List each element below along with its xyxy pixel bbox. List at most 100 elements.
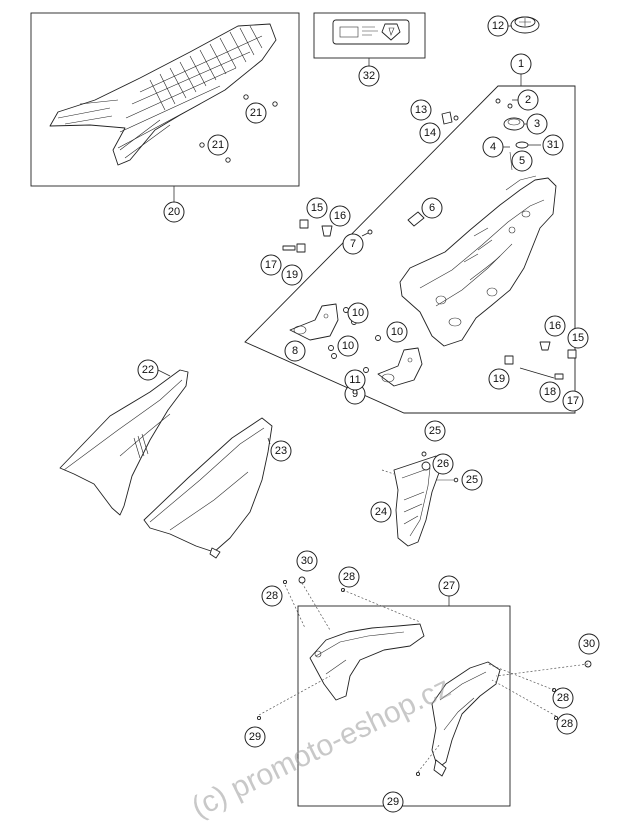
sticker-group-box [313,12,426,59]
svg-text:25: 25 [429,425,441,437]
callout-18: 18 [539,381,561,403]
svg-text:30: 30 [301,555,313,567]
callout-2: 2 [517,89,539,111]
callout-16b: 16 [544,315,566,337]
svg-text:21: 21 [212,139,224,151]
callout-28c: 28 [552,687,574,709]
tank-oring-part [515,141,529,149]
svg-text:11: 11 [349,374,360,386]
callout-11: 11 [344,369,366,391]
bracket-nut-icons [328,307,381,373]
svg-text:8: 8 [292,345,298,357]
filter-cover-part [393,455,441,547]
callout-29b: 29 [382,791,404,813]
svg-text:9: 9 [352,388,358,400]
callout-7: 7 [342,233,364,255]
svg-text:1: 1 [518,58,524,70]
svg-text:10: 10 [391,326,403,338]
mount-screw-icon [361,229,373,237]
svg-text:27: 27 [443,580,455,592]
svg-text:12: 12 [492,20,504,32]
svg-text:10: 10 [342,340,354,352]
svg-text:32: 32 [363,70,375,82]
callout-28b: 28 [338,566,360,588]
svg-text:17: 17 [265,259,277,271]
callout-17b: 17 [562,390,584,412]
svg-text:21: 21 [250,107,262,119]
callout-6: 6 [421,197,443,219]
tank-screw-icons [495,98,513,109]
spacer-right-part [504,355,564,380]
rubber-mount-left-part [299,219,333,237]
svg-text:10: 10 [352,307,364,319]
svg-text:6: 6 [429,202,435,214]
svg-text:16: 16 [549,320,561,332]
fuel-cap-part [510,16,540,34]
svg-text:5: 5 [519,155,525,167]
callout-5: 5 [511,150,533,172]
callout-22: 22 [137,359,159,381]
callout-19b: 19 [488,368,510,390]
tank-bracket-right-part [377,347,423,387]
shroud-right-part [431,661,501,777]
svg-text:17: 17 [567,395,579,407]
svg-text:30: 30 [583,638,595,650]
svg-text:24: 24 [375,506,387,518]
svg-text:14: 14 [424,127,436,139]
mount-pin-part [407,211,425,227]
callout-13: 13 [410,99,432,121]
callout-20: 20 [163,201,185,223]
side-cover-left-part [59,369,189,516]
shroud-screw-icons [256,576,592,777]
svg-text:28: 28 [561,718,573,730]
svg-text:15: 15 [311,202,323,214]
callout-29a: 29 [244,726,266,748]
svg-text:19: 19 [286,269,298,281]
callout-21a: 21 [245,102,267,124]
callout-10b: 10 [386,321,408,343]
fuel-hose-part [509,151,513,171]
callout-19a: 19 [281,264,303,286]
callout-10a: 10 [347,302,369,324]
callout-21b: 21 [207,134,229,156]
svg-text:3: 3 [534,118,540,130]
callout-25a: 25 [424,420,446,442]
svg-text:29: 29 [249,731,261,743]
tank-top-screw-part [441,111,459,125]
callout-10c: 10 [337,335,359,357]
callout-32: 32 [358,65,380,87]
callout-30a: 30 [296,550,318,572]
side-cover-right-part [143,417,273,559]
svg-text:28: 28 [557,692,569,704]
svg-text:16: 16 [334,210,346,222]
svg-text:13: 13 [415,104,427,116]
callout-4: 4 [482,136,504,158]
tank-bracket-left-part [289,303,339,341]
callout-28a: 28 [261,585,283,607]
seat-group-box [30,12,300,187]
seat-screw-icons [199,94,278,163]
svg-text:28: 28 [266,590,278,602]
callout-1: 1 [510,53,532,75]
svg-text:19: 19 [493,373,505,385]
shroud-group-box [297,605,511,807]
callout-12: 12 [487,15,509,37]
callout-15a: 15 [306,197,328,219]
seat-part [49,23,277,166]
svg-text:26: 26 [437,458,449,470]
callout-28d: 28 [556,713,578,735]
callout-27: 27 [438,575,460,597]
callout-14: 14 [419,122,441,144]
rubber-mount-right-part [539,341,577,359]
filter-screw-icons [421,451,459,483]
svg-text:20: 20 [168,206,180,218]
sticker-part [332,19,410,45]
svg-text:7: 7 [350,238,356,250]
svg-text:23: 23 [275,445,287,457]
callout-23: 23 [270,440,292,462]
callout-3: 3 [526,113,548,135]
svg-text:4: 4 [490,141,496,153]
callout-31: 31 [542,134,564,156]
callout-16a: 16 [329,205,351,227]
